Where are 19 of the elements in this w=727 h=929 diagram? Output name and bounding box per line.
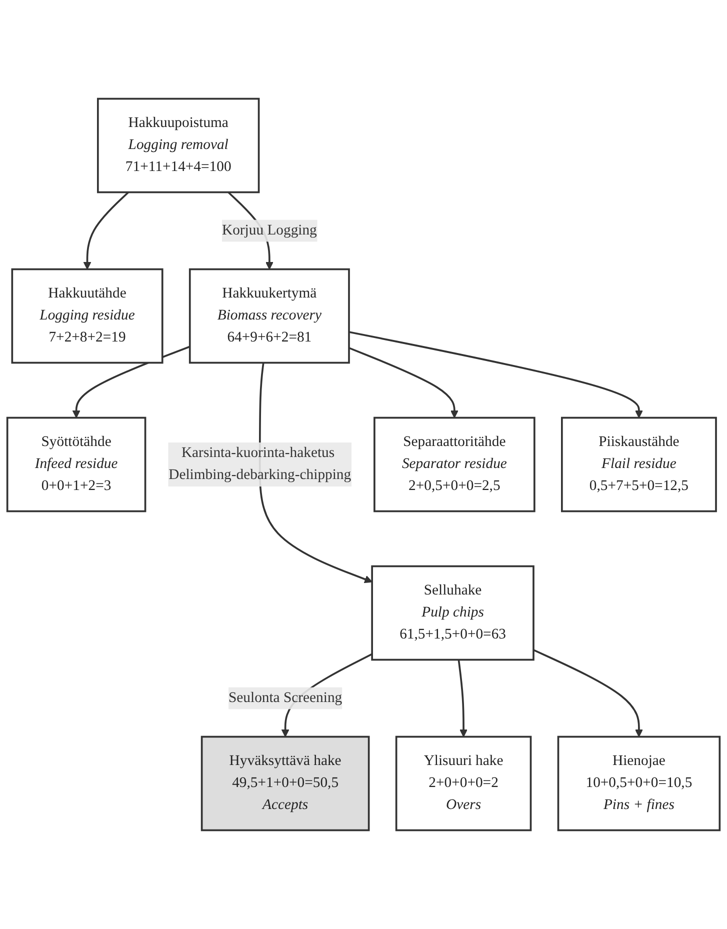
- node-box: Hyväksyttävä hake 49,5+1+0+0=50,5 Accepts: [200, 736, 370, 832]
- edge-label: Karsinta-kuorinta-haketus Delimbing-debarking-chipping: [168, 445, 352, 483]
- arrow: [458, 660, 468, 738]
- node-box: Hakkuukertymä Biomass recovery 64+9+6+2=81: [188, 268, 350, 364]
- node-box: Hakkuutähde Logging residue 7+2+8+2=19: [11, 268, 164, 364]
- arrow: [83, 192, 130, 270]
- edge-label: Seulonta Screening: [228, 690, 342, 706]
- node-box: Selluhake Pulp chips 61,5+1,5+0+0=63: [371, 565, 534, 661]
- node-box: Hienojae 10+0,5+0+0=10,5 Pins + fines: [557, 736, 721, 832]
- arrow: [533, 649, 643, 738]
- node-box: Syöttötähde Infeed residue 0+0+1+2=3: [6, 416, 146, 512]
- node-box: Ylisuuri hake 2+0+0+0=2 Overs: [395, 736, 532, 832]
- arrow: [348, 347, 458, 418]
- arrow: [72, 346, 190, 418]
- node-box: Hakkuupoistuma Logging removal 71+11+14+4=100: [97, 98, 260, 194]
- arrow: [348, 331, 643, 418]
- node-box: Separaattoritähde Separator residue 2+0,5+0+0=2,5: [374, 416, 536, 512]
- edge-label: Korjuu Logging: [222, 222, 317, 238]
- node-box: Piiskaustähde Flail residue 0,5+7+5+0=12,5: [561, 416, 717, 512]
